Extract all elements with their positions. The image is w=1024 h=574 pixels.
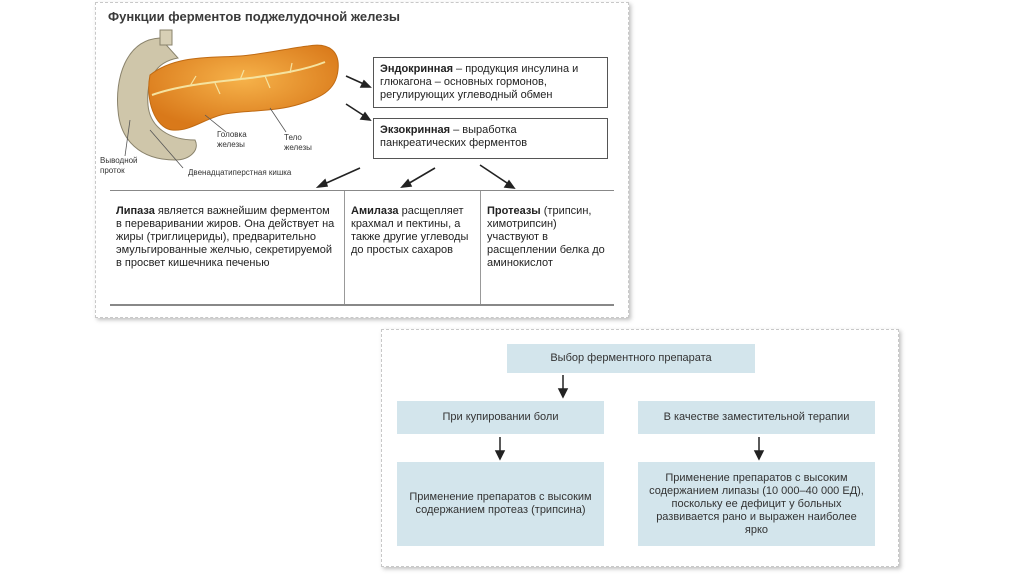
- pancreatic-duct: [151, 61, 326, 96]
- enzyme-cell-amylase: Амилаза расщепляет крахмал и пектины, а …: [344, 191, 480, 304]
- label-gland-head: Головка железы: [217, 130, 247, 149]
- duodenum-shape: [117, 37, 197, 161]
- enzyme-desc: расщепляет крахмал и пектины, а также др…: [351, 205, 469, 256]
- exocrine-term: Экзокринная: [380, 124, 451, 136]
- label-gland-body: Тело железы: [284, 133, 312, 152]
- enzyme-desc: (трипсин, химотрипсин) участвуют в расще…: [487, 205, 605, 269]
- enzyme-name: Протеазы: [487, 205, 541, 217]
- flow-left-box: При купировании боли: [397, 401, 604, 434]
- flow-right-box: В качестве заместительной терапии: [638, 401, 875, 434]
- endocrine-term: Эндокринная: [380, 63, 453, 75]
- flow-left-result-box: Применение препаратов с высоким содержан…: [397, 462, 604, 546]
- endocrine-text: – продукция инсулина и глюкагона – основ…: [380, 63, 579, 101]
- exocrine-box: Экзокринная – выработка панкреатических …: [373, 118, 608, 159]
- flow-root-box: Выбор ферментного препарата: [507, 344, 755, 373]
- endocrine-box: Эндокринная – продукция инсулина и глюка…: [373, 57, 608, 108]
- exocrine-text: – выработка панкреатических ферментов: [380, 124, 528, 149]
- enzymes-table: Липаза является важнейшим ферментом в пе…: [110, 190, 614, 306]
- enzyme-cell-lipase: Липаза является важнейшим ферментом в пе…: [110, 191, 344, 304]
- label-duodenum: Двенадцатиперстная кишка: [188, 168, 292, 177]
- flow-right-result-box: Применение препаратов с высоким содержан…: [638, 462, 875, 546]
- enzyme-name: Амилаза: [351, 205, 399, 217]
- enzyme-name: Липаза: [116, 205, 155, 217]
- label-duct: Выводной проток: [100, 156, 138, 175]
- enzyme-desc: является важнейшим ферментом в переварив…: [116, 205, 335, 269]
- pancreas-functions-panel: [95, 2, 629, 318]
- panel-title: Функции ферментов поджелудочной железы: [108, 9, 401, 24]
- enzyme-cell-proteases: Протеазы (трипсин, химотрипсин) участвую…: [480, 191, 614, 304]
